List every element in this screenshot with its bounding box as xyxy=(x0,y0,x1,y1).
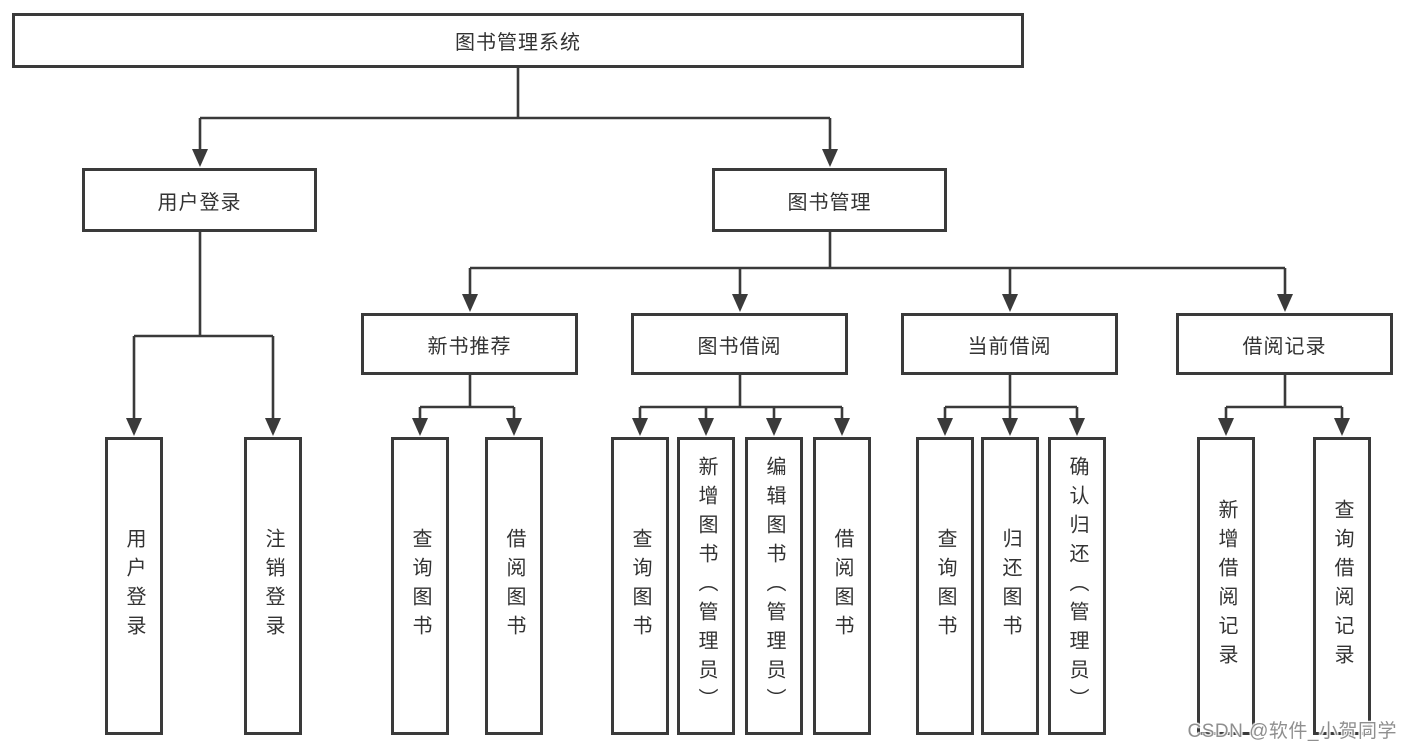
connector-current-to-leaves xyxy=(943,375,1079,419)
node-current-borrow: 当前借阅 xyxy=(901,313,1118,375)
node-label: 查询借阅记录 xyxy=(1331,499,1353,673)
node-borrow-book-1: 借阅图书 xyxy=(485,437,543,735)
connector-newbook-to-leaves xyxy=(418,375,516,419)
node-label: 用户登录 xyxy=(123,528,145,644)
node-query-book-3: 查询图书 xyxy=(916,437,974,735)
node-return-book: 归还图书 xyxy=(981,437,1039,735)
arrowheads-level3 xyxy=(462,294,1293,312)
csdn-watermark: CSDN @软件_小贺同学 xyxy=(1187,721,1397,742)
node-edit-book-admin: 编辑图书（管理员） xyxy=(745,437,803,735)
node-logout: 注销登录 xyxy=(244,437,302,735)
node-label: 新增图书（管理员） xyxy=(695,455,717,717)
connector-bookmgmt-to-level3 xyxy=(468,232,1287,295)
connector-login-to-leaves xyxy=(132,232,275,419)
node-add-borrow-record: 新增借阅记录 xyxy=(1197,437,1255,735)
node-label: 确认归还（管理员） xyxy=(1066,455,1088,717)
node-query-book-1: 查询图书 xyxy=(391,437,449,735)
node-label: 借阅图书 xyxy=(503,528,525,644)
connector-records-to-leaves xyxy=(1224,375,1344,419)
node-label: 查询图书 xyxy=(629,528,651,644)
node-label: 图书借阅 xyxy=(697,335,782,358)
connector-borrow-to-leaves xyxy=(638,375,844,419)
node-label: 用户登录 xyxy=(157,191,242,214)
node-root: 图书管理系统 xyxy=(12,13,1024,68)
arrowheads-level2 xyxy=(192,149,838,167)
node-label: 注销登录 xyxy=(262,528,284,644)
node-user-login: 用户登录 xyxy=(82,168,317,232)
node-root-label: 图书管理系统 xyxy=(455,32,581,54)
node-label: 新书推荐 xyxy=(427,335,512,358)
node-borrow-records: 借阅记录 xyxy=(1176,313,1393,375)
connector-root-to-level2 xyxy=(198,68,832,151)
node-confirm-return-admin: 确认归还（管理员） xyxy=(1048,437,1106,735)
node-label: 新增借阅记录 xyxy=(1215,499,1237,673)
node-book-management: 图书管理 xyxy=(712,168,947,232)
node-user-login-leaf: 用户登录 xyxy=(105,437,163,735)
node-label: 借阅图书 xyxy=(831,528,853,644)
node-label: 图书管理 xyxy=(787,191,872,214)
node-label: 借阅记录 xyxy=(1242,335,1327,358)
node-book-borrow: 图书借阅 xyxy=(631,313,848,375)
arrowheads-leaves xyxy=(126,418,1350,436)
node-label: 归还图书 xyxy=(999,528,1021,644)
node-query-borrow-record: 查询借阅记录 xyxy=(1313,437,1371,735)
node-label: 编辑图书（管理员） xyxy=(763,455,785,717)
node-label: 当前借阅 xyxy=(967,335,1052,358)
node-label: 查询图书 xyxy=(409,528,431,644)
node-add-book-admin: 新增图书（管理员） xyxy=(677,437,735,735)
node-label: 查询图书 xyxy=(934,528,956,644)
node-borrow-book-2: 借阅图书 xyxy=(813,437,871,735)
node-query-book-2: 查询图书 xyxy=(611,437,669,735)
node-new-book-recommend: 新书推荐 xyxy=(361,313,578,375)
